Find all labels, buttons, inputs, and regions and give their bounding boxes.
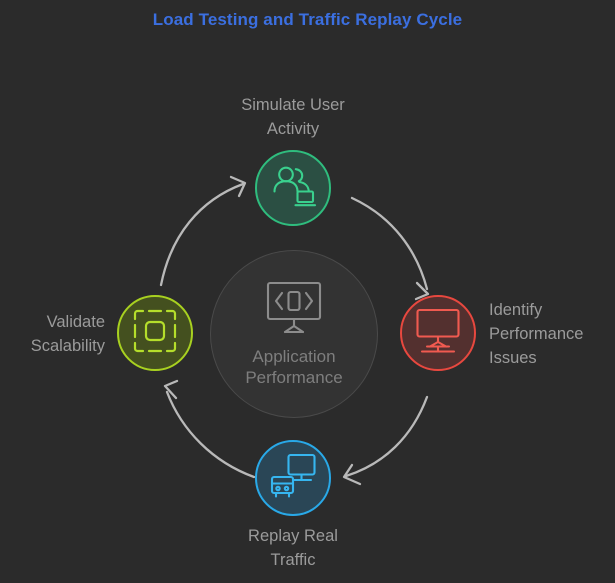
node-identify-performance-issues[interactable] bbox=[400, 295, 476, 371]
label-validate-scalability: Validate Scalability bbox=[0, 310, 105, 358]
node-simulate-user-activity[interactable] bbox=[255, 150, 331, 226]
label-replay-real-traffic: Replay Real Traffic bbox=[172, 524, 414, 572]
label-line2: Scalability bbox=[30, 337, 105, 355]
label-line2: Activity bbox=[266, 120, 320, 138]
hub-application-performance: Application Performance bbox=[210, 250, 378, 418]
hub-label-line1: Application bbox=[252, 346, 336, 366]
label-identify-performance-issues: Identify Performance Issues bbox=[489, 298, 615, 370]
node-replay-real-traffic[interactable] bbox=[255, 440, 331, 516]
monitor-code-icon bbox=[259, 279, 329, 342]
arrow-top-to-right bbox=[350, 196, 430, 301]
label-line3: Issues bbox=[489, 349, 537, 367]
label-line2: Performance bbox=[489, 325, 584, 343]
label-line1: Replay Real bbox=[248, 527, 338, 545]
label-line2: Traffic bbox=[270, 551, 316, 569]
users-laptop-icon bbox=[268, 161, 318, 216]
monitor-network-icon bbox=[413, 307, 463, 360]
label-line1: Simulate User bbox=[241, 96, 345, 114]
label-simulate-user-activity: Simulate User Activity bbox=[172, 93, 414, 141]
label-line1: Validate bbox=[46, 313, 105, 331]
hub-label: Application Performance bbox=[219, 346, 369, 388]
scalability-frame-icon bbox=[132, 308, 178, 359]
node-validate-scalability[interactable] bbox=[117, 295, 193, 371]
label-line1: Identify bbox=[489, 301, 543, 319]
page-title: Load Testing and Traffic Replay Cycle bbox=[152, 10, 463, 29]
arrow-right-to-bottom bbox=[342, 395, 429, 486]
hub-label-line2: Performance bbox=[245, 367, 343, 387]
arrow-left-to-top bbox=[159, 175, 247, 287]
monitor-server-icon bbox=[268, 451, 318, 506]
